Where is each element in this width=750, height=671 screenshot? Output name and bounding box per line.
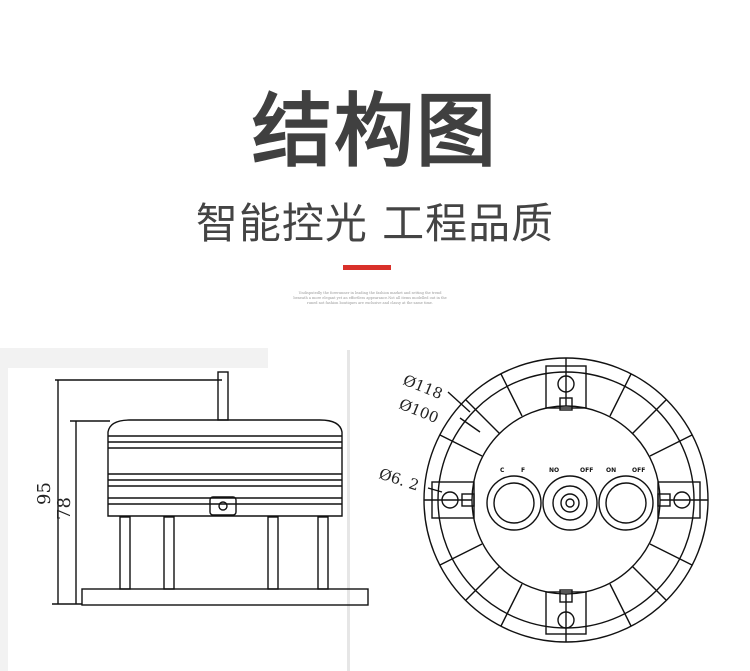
fine-print-line: runed not fashion boutiques are exclusiv… (307, 301, 433, 305)
switch-right (598, 475, 654, 531)
inner-ring (471, 405, 661, 595)
dim-label-hole: Ø6. 2 (377, 465, 421, 495)
switch-center (542, 475, 598, 531)
accent-divider (343, 265, 391, 270)
lamp-body (107, 419, 343, 517)
switch-label: NO (549, 467, 559, 474)
fine-print-line: Undisputedly the forerunner in leading t… (298, 291, 442, 295)
panel-divider (347, 350, 350, 671)
page-title: 结构图 (252, 85, 498, 178)
switch-label: OFF (580, 467, 593, 474)
mounting-lugs (431, 365, 701, 635)
switch-label: C (500, 467, 505, 474)
page-subtitle: 智能控光 工程品质 (195, 199, 555, 248)
dim-label-78: 78 (54, 497, 75, 520)
switch-label: ON (606, 467, 616, 474)
fine-print-line: beneath a more elegant yet an effortless… (293, 296, 447, 300)
radial-ribs (424, 358, 708, 642)
switch-left (486, 475, 542, 531)
switch-label: OFF (632, 467, 645, 474)
switch-label: F (521, 467, 525, 474)
side-view-panel (8, 368, 368, 671)
dim-label-95: 95 (34, 482, 55, 505)
fine-print: Undisputedly the forerunner in leading t… (280, 291, 460, 306)
